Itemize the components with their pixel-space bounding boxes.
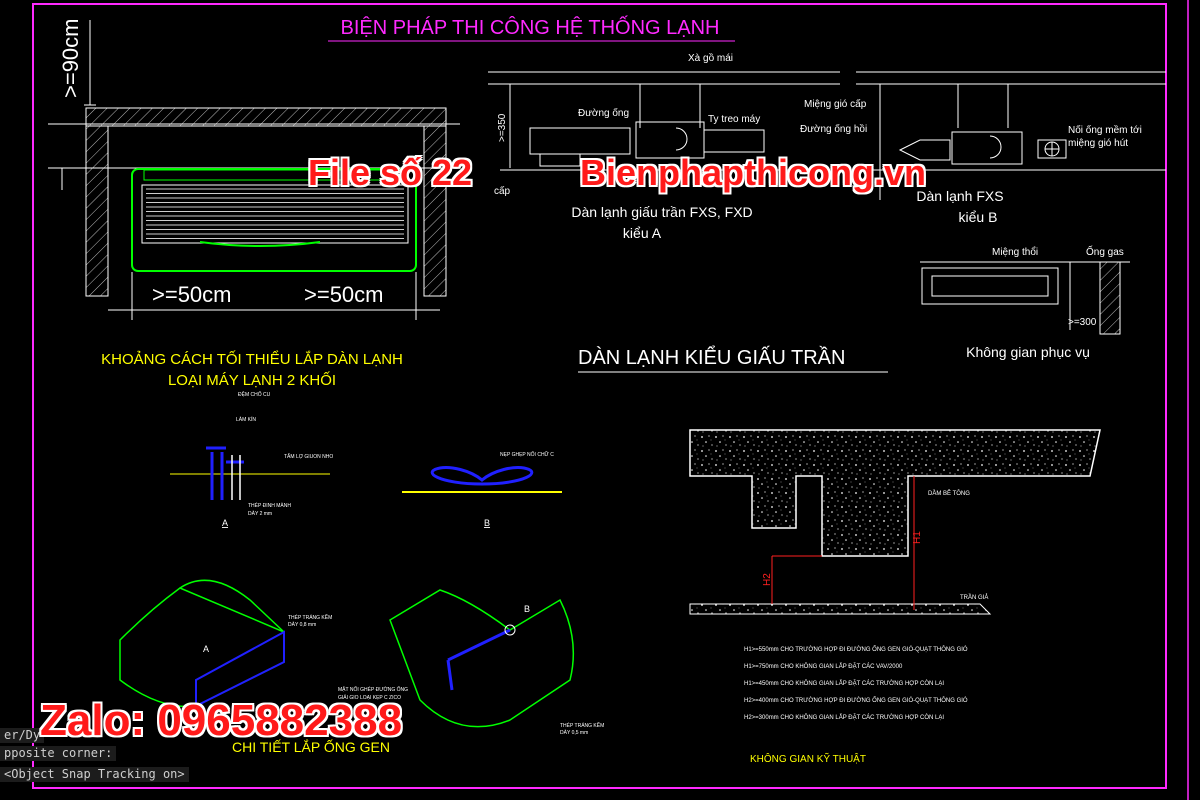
label-supply-grille: Miệng gió cấp — [804, 98, 867, 110]
drawing-frame — [32, 3, 1167, 789]
service-caption: Không gian phục vụ — [966, 344, 1090, 360]
ceiling-note: H2>=300mm CHO KHÔNG GIAN LẮP ĐẶT CÁC TRƯ… — [744, 713, 944, 721]
seam-mark-b: B — [484, 518, 490, 528]
ceiling-note: H1>=750mm CHO KHÔNG GIAN LẮP ĐẶT CÁC VAV… — [744, 662, 903, 670]
ceiling-label-h1: H1 — [912, 531, 923, 544]
command-line-2[interactable]: pposite corner: — [0, 746, 117, 761]
dim-top-label: >=90cm — [58, 19, 83, 99]
iso-note-1: MẶT NỐI GHÉP ĐƯỜNG ỐNG — [338, 686, 408, 693]
seam-label-top: ĐỆM CHỐ CU — [238, 390, 271, 398]
label-gas: Ống gas — [1086, 244, 1124, 258]
ceiling-note: H2>=400mm CHO TRƯỜNG HỢP ĐI ĐƯỜNG ỐNG GE… — [744, 697, 968, 704]
label-hanger: Ty treo máy — [708, 114, 760, 125]
label-return: Đường ống hồi — [800, 123, 867, 135]
seam-label-flange: TẤM LỢ GIUON NHO — [284, 453, 333, 460]
ducted-a-caption-2: kiểu A — [623, 225, 662, 241]
iso-note-2: GIẢI GIO LOẠI KẸP C ZICO — [338, 694, 401, 701]
command-line-1[interactable]: er/Dy — [0, 728, 45, 743]
ceiling-note: H1>=550mm CHO TRƯỜNG HỢP ĐI ĐƯỜNG ỐNG GE… — [744, 646, 968, 653]
iso-mark-a: A — [203, 644, 209, 654]
label-pipe: Đường ống — [578, 107, 629, 119]
dim-right-label: >=50cm — [304, 282, 384, 307]
dim-left-label: >=50cm — [152, 282, 232, 307]
label-flex: Nối ống mềm tới — [1068, 124, 1142, 136]
ceiling-caption: KHÔNG GIAN KỸ THUẬT — [750, 752, 866, 765]
seam-label-c: NẸP GHẸP NỐI CHỮ C — [500, 451, 554, 458]
seam-label-pin: LÀM KÍN — [236, 416, 256, 423]
ceiling-label-h2: H2 — [762, 573, 773, 586]
drawing-title: BIỆN PHÁP THI CÔNG HỆ THỐNG LẠNH — [341, 15, 720, 39]
seam-mark-a: A — [222, 518, 228, 528]
seam-label-steel-2: DÀY 2 mm — [248, 510, 272, 517]
ceiling-notes: H1>=550mm CHO TRƯỜNG HỢP ĐI ĐƯỜNG ỐNG GE… — [744, 646, 968, 721]
dim-300-label: >=300 — [1068, 317, 1097, 328]
watermark-site: Bienphapthicong.vn — [580, 152, 926, 193]
ducted-a-caption-1: Dàn lạnh giấu trần FXS, FXD — [571, 204, 752, 220]
section-title: DÀN LẠNH KIỂU GIẤU TRẦN — [578, 346, 845, 369]
label-supply: cấp — [494, 185, 511, 197]
ceiling-note: H1>=450mm CHO KHÔNG GIAN LẮP ĐẶT CÁC TRƯ… — [744, 679, 944, 687]
ducted-unit-b-detail: Miệng gió cấp Nối ống mềm tới miệng gió … — [804, 71, 1166, 225]
ducted-b-caption-2: kiểu B — [959, 209, 998, 225]
label-beam: Xà gồ mái — [688, 52, 733, 64]
ducted-b-caption-1: Dàn lạnh FXS — [916, 188, 1003, 204]
iso-label-plate-1b: DÀY 0,8 mm — [288, 621, 316, 628]
iso-caption: CHI TIẾT LẮP ỐNG GEN — [232, 738, 390, 755]
wall-unit-body — [131, 168, 417, 272]
iso-label-plate-2b: DÀY 0,5 mm — [560, 729, 588, 736]
wall-unit-caption-2: LOẠI MÁY LẠNH 2 KHỐI — [168, 371, 336, 389]
wall-unit-caption-1: KHOẢNG CÁCH TỐI THIỂU LẮP DÀN LẠNH — [101, 350, 403, 368]
ducted-unit-a-detail: Xà gồ mái >=350 Đường ống Ty treo máy Đư… — [488, 52, 867, 241]
duct-seam-detail: ĐỆM CHỐ CU LÀM KÍN TẤM LỢ GIUON NHO THÉP… — [170, 390, 562, 528]
iso-label-plate-2: THÉP TRÁNG KẼM — [560, 722, 604, 729]
duct-isometric-detail: THÉP TRÁNG KẼM DÀY 0,8 mm A B MẶT NỐI GH… — [119, 579, 604, 755]
command-line-3[interactable]: <Object Snap Tracking on> — [0, 767, 189, 782]
ceiling-space-detail: H1 H2 DẦM BÊ TÔNG TRẦN GIẢ H1>=550mm CHO… — [689, 429, 1101, 765]
watermark-zalo: Zalo: 0965882388 — [40, 696, 403, 745]
ceiling-label-beam: DẦM BÊ TÔNG — [928, 489, 970, 497]
ceiling-label-false-ceiling: TRẦN GIẢ — [960, 594, 988, 601]
iso-label-plate-1: THÉP TRÁNG KẼM — [288, 614, 332, 621]
watermark-file: File số 22 — [308, 152, 473, 193]
iso-mark-b: B — [524, 604, 530, 614]
label-flex-2: miệng gió hút — [1068, 138, 1128, 149]
seam-label-steel: THÉP ĐINH MÀNH — [248, 502, 291, 509]
wall-unit-detail: >=90cm >=50cm >=50cm KHOẢNG CÁCH TỐI THI… — [48, 19, 460, 389]
dim-350-label: >=350 — [497, 113, 508, 142]
label-outlet: Miệng thổi — [992, 246, 1038, 258]
service-space-detail: Miệng thổi Ống gas >=300 Không gian phục… — [920, 244, 1130, 360]
